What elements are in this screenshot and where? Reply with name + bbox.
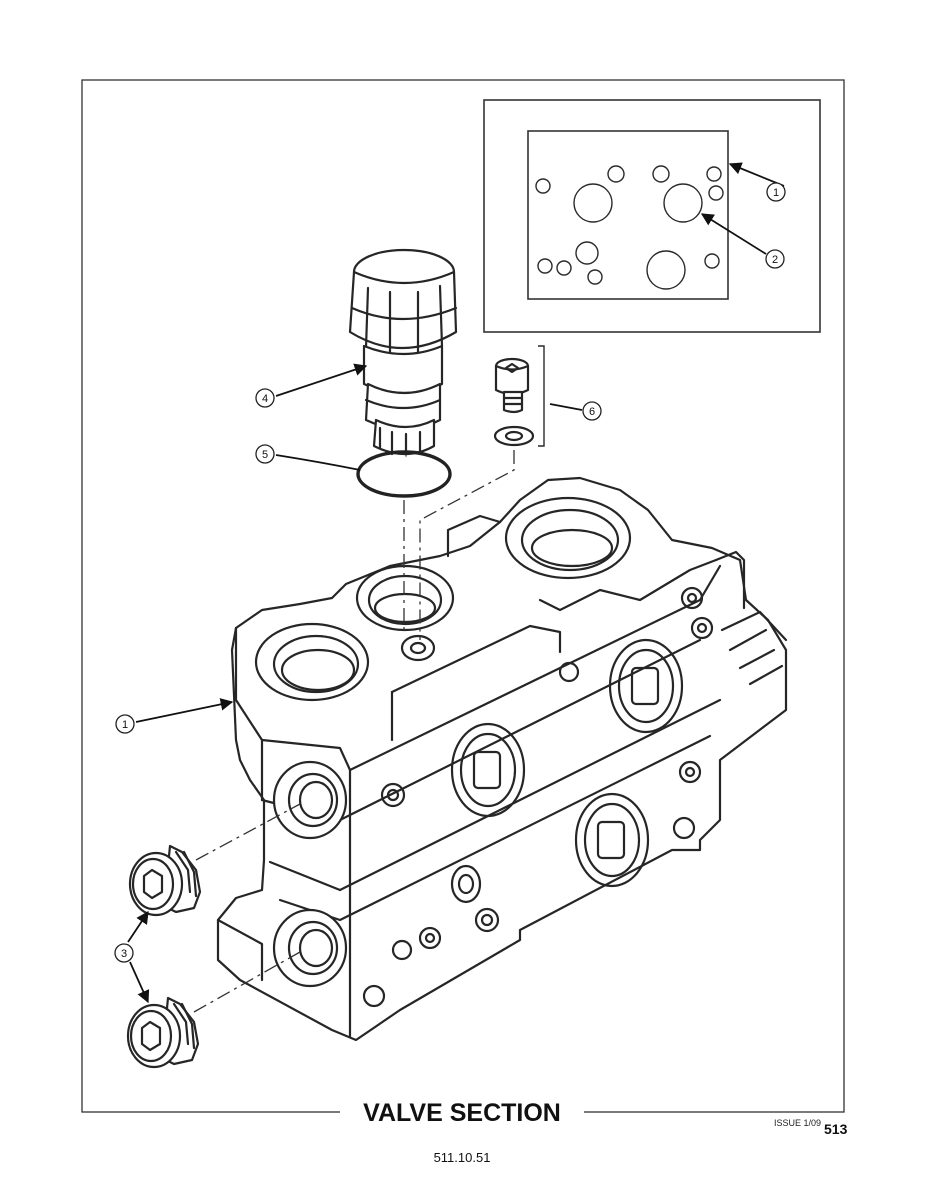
callout-leaders [127,162,785,1004]
svg-text:3: 3 [121,948,127,960]
valve-section-body [216,476,788,1042]
svg-text:6: 6 [589,406,595,418]
callout-3: 3 [114,943,134,963]
svg-text:1: 1 [773,187,779,199]
page-number: 513 [824,1121,848,1137]
svg-text:2: 2 [772,254,778,266]
callout-6: 6 [582,401,602,421]
relief-valve-cartridge [348,248,458,458]
callout-1-body: 1 [115,714,135,734]
callout-2: 2 [765,249,785,269]
document-reference: 511.10.51 [434,1150,491,1165]
title-knockout [340,1096,584,1128]
svg-text:5: 5 [262,449,268,461]
issue-label: ISSUE 1/09 [774,1118,821,1128]
plug-lower [126,996,200,1069]
svg-text:4: 4 [262,393,268,405]
svg-text:1: 1 [122,719,128,731]
callout-5: 5 [255,444,275,464]
callout-1-inset: 1 [766,182,786,202]
assembly-center-lines [193,450,515,1013]
o-ring [356,450,452,498]
plug-upper [128,844,202,917]
page-title: VALVE SECTION [363,1099,561,1127]
callout-4: 4 [255,388,275,408]
screw-and-washer [493,345,545,447]
gasket-plate [527,130,729,300]
inset-gasket-view [483,99,821,333]
